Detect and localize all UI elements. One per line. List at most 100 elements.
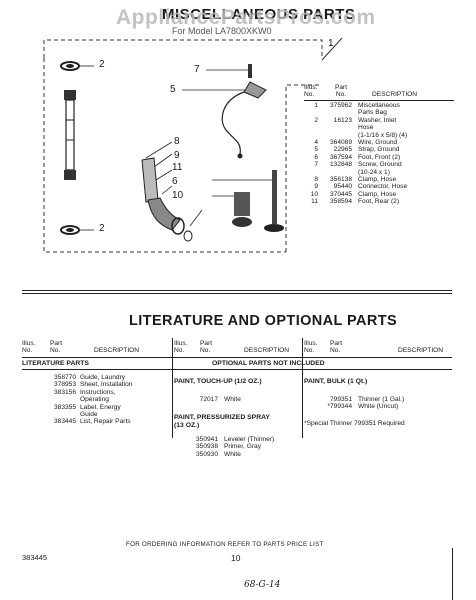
part-number: 378953 <box>53 381 76 389</box>
lit-sub-rule <box>22 369 452 370</box>
paint-bulk-note: *Special Thinner 799351 Required <box>304 420 405 427</box>
illus-number: 9 <box>314 183 318 191</box>
part-description: White <box>224 396 241 403</box>
part-description: Foot, Front (2) <box>358 153 401 161</box>
callout-6: 6 <box>172 176 178 187</box>
part-number: 370445 <box>329 190 352 198</box>
parts-page: MISCELLANEOUS PARTS AppliancePartsPros.c… <box>22 0 454 600</box>
part-description: Sheet, Installation <box>80 381 133 389</box>
part-number: *799344 <box>327 403 352 411</box>
part-description: Instructions,Operating <box>80 388 116 404</box>
model-line: For Model LA7800XKW0 <box>172 26 272 36</box>
paint-spray-title: PAINT, PRESSURIZED SPRAY(13 OZ.) <box>174 414 270 430</box>
header-part: Part <box>334 84 348 91</box>
col-no-3: No. <box>304 347 315 355</box>
col-part-2: Part <box>200 340 213 347</box>
paint-touchup-title: PAINT, TOUCH-UP (1/2 OZ.) <box>174 378 262 385</box>
part-description: Foot, Rear (2) <box>358 198 400 206</box>
illus-number: 2 <box>314 116 318 124</box>
callout-10: 10 <box>172 190 184 201</box>
lit-col-header-2: Illus.Part No.No.DESCRIPTION <box>174 340 289 355</box>
right-margin-line <box>452 548 453 600</box>
literature-rows: 358770 Guide, Laundry 378953 Sheet, Install… <box>22 374 172 426</box>
section-separator-2 <box>22 293 452 294</box>
col-desc-3: DESCRIPTION <box>398 347 444 355</box>
part-number: 364089 <box>329 139 352 147</box>
paint-bulk-title: PAINT, BULK (1 Qt.) <box>304 378 368 385</box>
part-description: List, Repair Parts <box>80 418 131 426</box>
illus-number: 6 <box>314 153 318 161</box>
part-description: Clamp, Hose <box>358 190 397 198</box>
part-number: 358770 <box>53 374 76 381</box>
callout-8: 8 <box>174 136 180 147</box>
section-separator <box>22 290 452 291</box>
rear-foot-icon <box>212 170 284 232</box>
literature-parts-label: LITERATURE PARTS <box>22 360 89 367</box>
front-foot-icon <box>212 192 252 227</box>
literature-row: 378953 Sheet, Installation <box>22 381 172 388</box>
illus-number: 8 <box>314 176 318 184</box>
part-number: 375962 <box>329 102 352 109</box>
lit-header-rule <box>22 357 452 358</box>
page-number: 10 <box>231 553 241 563</box>
paint-row: 350938 Primer, Gray <box>174 443 274 450</box>
col-illus-3: Illus. <box>304 340 318 347</box>
parts-row: 4 364089 Wire, Ground <box>304 139 454 146</box>
misc-table-header: Illus.Part No.No.DESCRIPTION <box>304 84 454 99</box>
parts-row: 6 367594 Foot, Front (2) <box>304 154 454 161</box>
screw-icon <box>206 64 252 78</box>
lit-col-divider-2 <box>302 338 303 438</box>
lit-col-header-3: Illus.Part No.No.DESCRIPTION <box>304 340 443 355</box>
part-number: 350938 <box>195 443 218 451</box>
col-illus-2: Illus. <box>174 340 188 347</box>
header-illus: Illus. <box>304 84 318 91</box>
part-description: Clamp, Hose <box>358 176 397 184</box>
literature-row: 383156 Instructions,Operating <box>22 389 172 404</box>
callout-1: 1 <box>328 38 334 49</box>
callout-7: 7 <box>194 64 200 75</box>
illus-number: 4 <box>314 139 318 147</box>
hose-connector-icon <box>141 141 193 242</box>
col-part-no-2: No. <box>200 347 211 355</box>
handwritten-code: 68-G-14 <box>244 580 281 590</box>
col-illus-1: Illus. <box>22 340 36 347</box>
part-number: 367594 <box>329 153 352 161</box>
ordering-note: FOR ORDERING INFORMATION REFER TO PARTS … <box>126 541 324 548</box>
ground-wire-icon <box>221 91 245 159</box>
page-title: MISCELLANEOUS PARTS <box>162 6 356 23</box>
part-description: Wire, Ground <box>358 139 398 147</box>
part-description: Strap, Ground <box>358 146 400 154</box>
paint-spray-title-2: (13 OZ.) <box>174 422 200 429</box>
illus-number: 1 <box>314 102 318 109</box>
part-description: Connector, Hose <box>358 183 408 191</box>
list-number: 383445 <box>22 553 48 562</box>
part-description: Guide, Laundry <box>80 374 126 381</box>
part-description: Primer, Gray <box>224 443 262 451</box>
col-part-no-3: No. <box>330 347 341 355</box>
callout-5: 5 <box>170 84 176 95</box>
header-part-no: No. <box>335 91 347 99</box>
paint-spray-title-1: PAINT, PRESSURIZED SPRAY <box>174 414 270 421</box>
washer-icon <box>60 61 80 71</box>
part-number: 22965 <box>333 146 352 154</box>
part-number: 356138 <box>329 176 352 184</box>
parts-diagram <box>43 37 343 253</box>
part-number: 383355 <box>53 403 76 411</box>
part-number: 383156 <box>53 388 76 396</box>
illus-number: 7 <box>314 161 318 169</box>
callout-9: 9 <box>174 150 180 161</box>
